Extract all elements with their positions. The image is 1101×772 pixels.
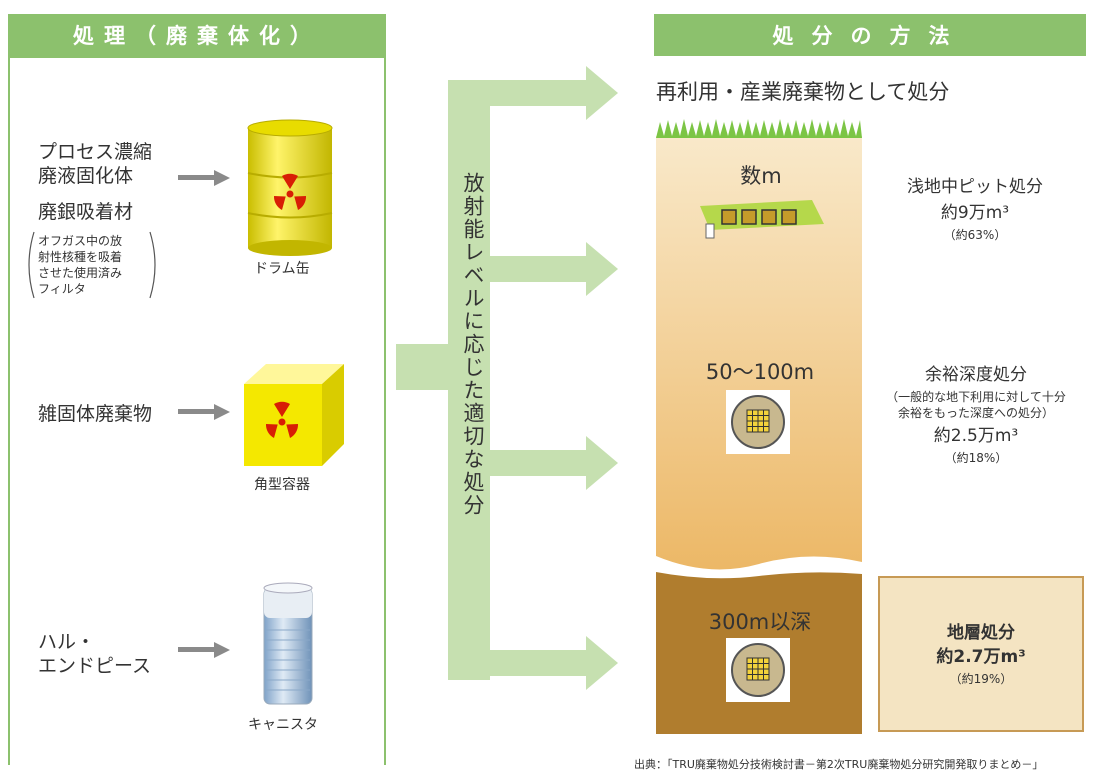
depth-label-mid: 50～100m [705, 360, 815, 384]
filter-note: オフガス中の放 射性核種を吸着 させた使用済み フィルタ [26, 228, 158, 302]
reuse-text: 再利用・産業廃棄物として処分 [656, 80, 950, 104]
tunnel-facility-icon [726, 390, 790, 454]
arrow-right-icon [178, 170, 230, 186]
drum-caption: ドラム缶 [254, 261, 310, 277]
source-note: 出典：「TRU廃棄物処分技術検討書－第2次TRU廃棄物処分研究開発取りまとめ－」 [634, 758, 1044, 771]
left-panel [8, 56, 386, 765]
parenthesis-shapes [28, 231, 156, 299]
box-caption: 角型容器 [254, 477, 310, 493]
waste-label-process: プロセス濃縮 廃液固化体 [38, 141, 153, 187]
canister-caption: キャニスタ [248, 717, 318, 733]
canister-icon [263, 582, 313, 705]
intermediate-disposal-note: （一般的な地下利用に対して十分 余裕をもった深度への処分） [886, 390, 1066, 420]
intermediate-disposal-volume: 約2.5万m³ [933, 426, 1019, 446]
geological-disposal-percent: （約19%） [949, 672, 1013, 686]
intermediate-disposal-name: 余裕深度処分 [925, 365, 1027, 385]
shallow-disposal-info: 浅地中ピット処分 約9万m³ （約63%） [870, 176, 1080, 243]
waste-label-hull: ハル・ エンドピース [38, 631, 152, 677]
intermediate-disposal-info: 余裕深度処分 （一般的な地下利用に対して十分 余裕をもった深度への処分） 約2.… [860, 364, 1092, 466]
shallow-disposal-volume: 約9万m³ [940, 203, 1010, 223]
shallow-disposal-name: 浅地中ピット処分 [907, 177, 1043, 197]
depth-label-shallow: 数m [740, 164, 782, 188]
intermediate-disposal-percent: （約18%） [944, 451, 1008, 465]
waste-label-silver: 廃銀吸着材 [38, 201, 134, 223]
geological-disposal-volume: 約2.7万m³ [936, 647, 1026, 667]
box-icon [244, 364, 344, 466]
geological-disposal-name: 地層処分 [947, 623, 1015, 643]
branching-arrows [396, 66, 618, 690]
waste-label-solid: 雑固体廃棄物 [38, 403, 153, 425]
left-header: 処理（廃棄体化） [8, 14, 386, 56]
arrow-right-icon [178, 404, 230, 420]
geological-disposal-box: 地層処分 約2.7万m³ （約19%） [878, 576, 1084, 732]
center-vertical-text: 放射能レベルに応じた適切な処分 [461, 172, 485, 517]
pit-facility-icon [700, 200, 824, 239]
right-header: 処分の方法 [654, 14, 1086, 56]
drum-icon [247, 119, 333, 256]
shallow-disposal-percent: （約63%） [943, 228, 1007, 242]
arrow-right-icon [178, 642, 230, 658]
tunnel-facility-icon [726, 638, 790, 702]
depth-label-deep: 300m以深 [708, 610, 812, 634]
